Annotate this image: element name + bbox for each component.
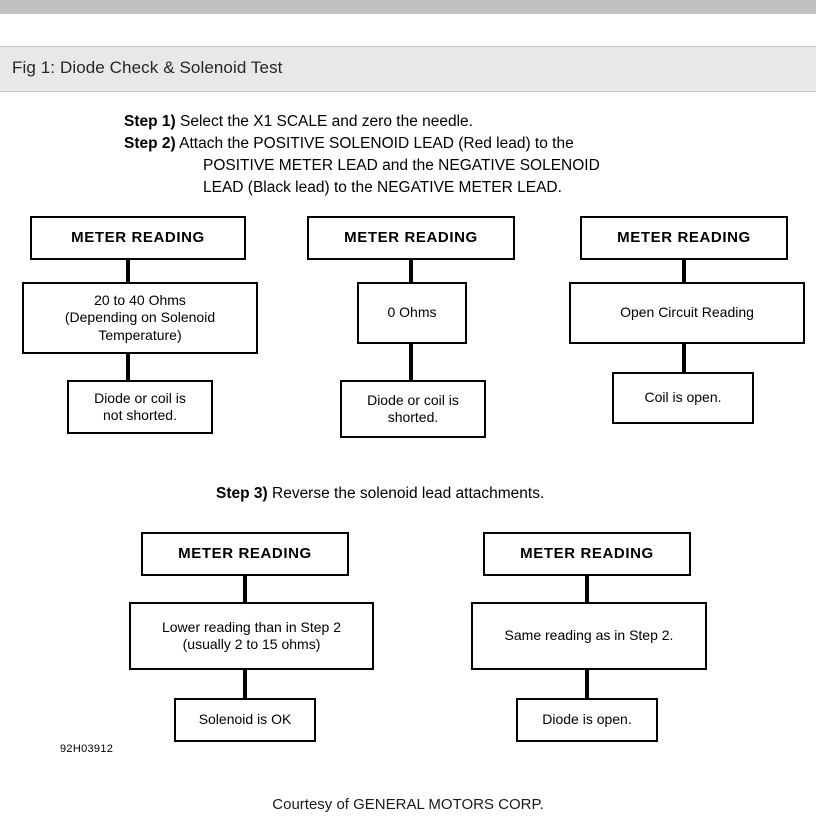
meter-reading-box-2: METER READING	[307, 216, 515, 260]
figure-header-bar: Fig 1: Diode Check & Solenoid Test	[0, 46, 816, 92]
result-box-1: Diode or coil is not shorted.	[67, 380, 213, 434]
reading-box-5: Same reading as in Step 2.	[471, 602, 707, 670]
diagram-sheet: Step 1) Select the X1 SCALE and zero the…	[0, 92, 816, 784]
connector-4a	[243, 574, 247, 602]
connector-2a	[409, 258, 413, 282]
step-1-label: Step 1)	[124, 113, 176, 130]
connector-1b	[126, 352, 130, 380]
step-2-text-line-3: LEAD (Black lead) to the NEGATIVE METER …	[203, 179, 562, 196]
result-box-5: Diode is open.	[516, 698, 658, 742]
connector-5a	[585, 574, 589, 602]
reading-box-3: Open Circuit Reading	[569, 282, 805, 344]
reading-text-2: 0 Ohms	[387, 304, 437, 321]
step-3-label: Step 3)	[216, 485, 268, 502]
step-2-label: Step 2)	[124, 135, 176, 152]
step-3-line: Step 3) Reverse the solenoid lead attach…	[216, 485, 544, 503]
reading-text-5: Same reading as in Step 2.	[504, 627, 674, 644]
connector-3b	[682, 342, 686, 372]
connector-3a	[682, 258, 686, 282]
reading-text-3: Open Circuit Reading	[620, 304, 754, 321]
meter-reading-box-5: METER READING	[483, 532, 691, 576]
figure-title: Fig 1: Diode Check & Solenoid Test	[12, 58, 283, 77]
drawing-number: 92H03912	[60, 743, 114, 755]
meter-reading-box-3: METER READING	[580, 216, 788, 260]
step-3-text: Reverse the solenoid lead attachments.	[272, 485, 545, 502]
result-box-4: Solenoid is OK	[174, 698, 316, 742]
step-2-text-line-2: POSITIVE METER LEAD and the NEGATIVE SOL…	[203, 157, 600, 174]
connector-4b	[243, 668, 247, 698]
reading-text-4: Lower reading than in Step 2 (usually 2 …	[161, 618, 341, 652]
result-text-1: Diode or coil is not shorted.	[94, 389, 186, 423]
meter-reading-box-1: METER READING	[30, 216, 246, 260]
window-top-strip	[0, 0, 816, 14]
meter-reading-box-4: METER READING	[141, 532, 349, 576]
step-1-line: Step 1) Select the X1 SCALE and zero the…	[124, 113, 473, 131]
result-box-2: Diode or coil is shorted.	[340, 380, 486, 438]
courtesy-line: Courtesy of GENERAL MOTORS CORP.	[272, 796, 544, 813]
reading-box-2: 0 Ohms	[357, 282, 467, 344]
step-2-text-line-1: Attach the POSITIVE SOLENOID LEAD (Red l…	[179, 135, 574, 152]
connector-1a	[126, 258, 130, 282]
result-text-3: Coil is open.	[644, 389, 722, 406]
reading-box-4: Lower reading than in Step 2 (usually 2 …	[129, 602, 374, 670]
step-2-line: Step 2) Attach the POSITIVE SOLENOID LEA…	[124, 135, 574, 153]
step-1-text: Select the X1 SCALE and zero the needle.	[180, 113, 473, 130]
result-box-3: Coil is open.	[612, 372, 754, 424]
reading-text-1: 20 to 40 Ohms (Depending on Solenoid Tem…	[64, 292, 216, 343]
result-text-2: Diode or coil is shorted.	[367, 391, 459, 425]
result-text-4: Solenoid is OK	[198, 711, 292, 728]
reading-box-1: 20 to 40 Ohms (Depending on Solenoid Tem…	[22, 282, 258, 354]
connector-5b	[585, 668, 589, 698]
connector-2b	[409, 342, 413, 380]
result-text-5: Diode is open.	[542, 711, 632, 728]
